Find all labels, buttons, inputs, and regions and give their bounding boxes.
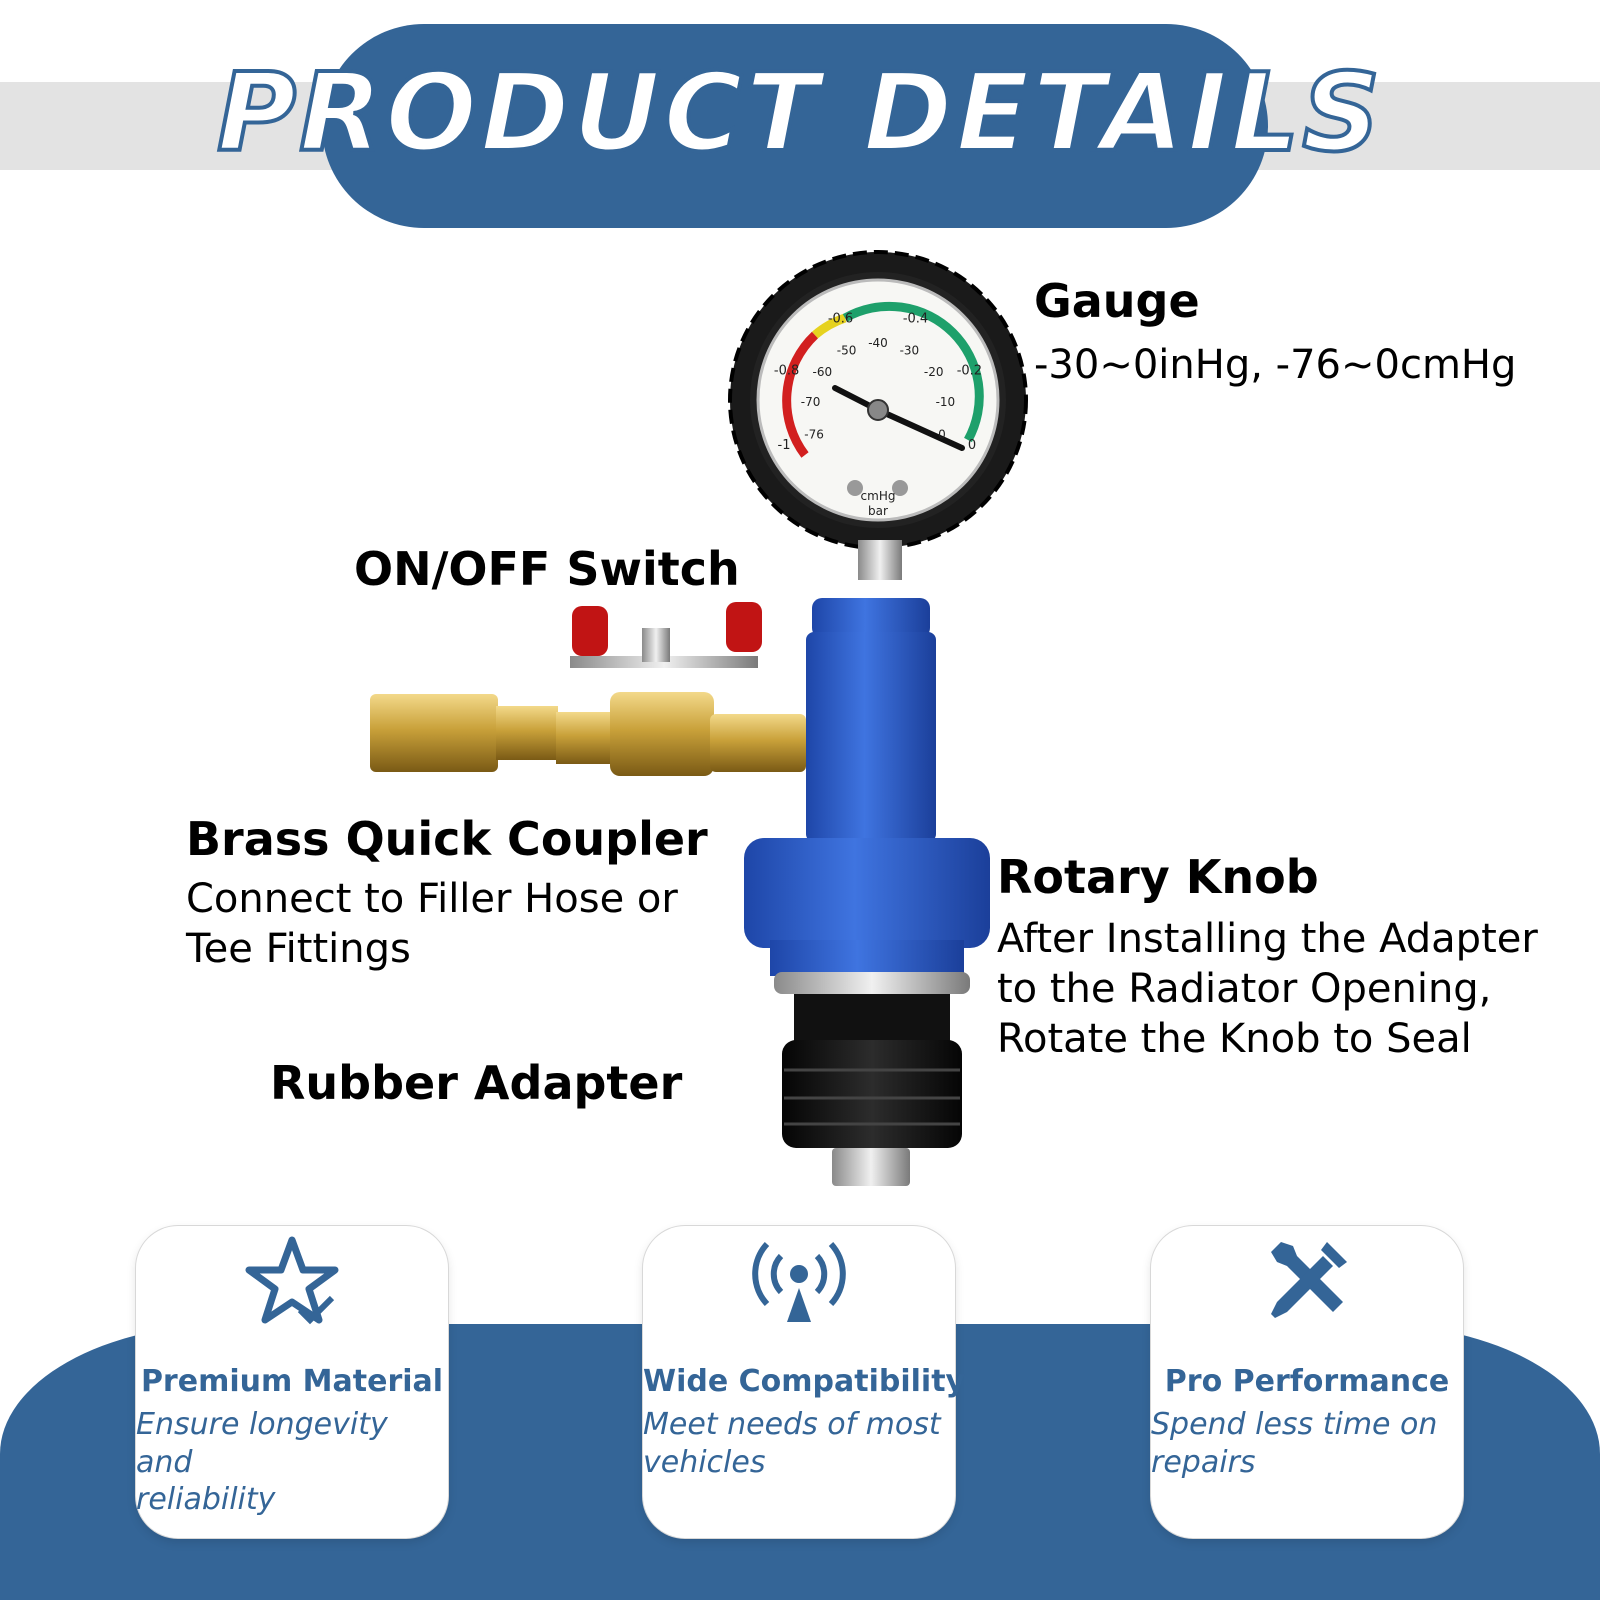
gauge-inner-tick-label: -70: [801, 395, 821, 409]
feature-desc-line-2: reliability: [136, 1482, 276, 1517]
product-image: cmHg bar -1 -0.8 -0.6 -0.4 -0.2 0 -76 -70 -60 -50…: [370, 250, 1028, 1186]
rubber-adapter: [782, 994, 962, 1186]
feature-title: Wide Compatibility: [643, 1364, 966, 1399]
knob-desc-line-3: Rotate the Knob to Seal: [997, 1016, 1472, 1062]
gauge-inner-tick-label: -20: [924, 365, 944, 379]
feature-card-premium-material: Premium Material Ensure longevity and re…: [136, 1226, 448, 1538]
rubber-label-title: Rubber Adapter: [270, 1056, 683, 1110]
coupler-label-desc: Connect to Filler Hose or Tee Fittings: [186, 874, 746, 974]
feature-desc-line-2: repairs: [1151, 1444, 1256, 1480]
coupler-desc-line-1: Connect to Filler Hose or: [186, 876, 678, 922]
gauge-inner-tick-label: -50: [837, 344, 857, 358]
feature-card-wide-compatibility: Wide Compatibility Meet needs of most ve…: [643, 1226, 966, 1538]
gauge-outer-tick-label: -0.6: [828, 311, 853, 326]
gauge-outer-tick-label: -0.4: [903, 311, 928, 326]
feature-desc-line-1: Ensure longevity and: [136, 1407, 388, 1480]
wrench-screwdriver-icon: [1271, 1242, 1347, 1318]
feature-desc-line-1: Spend less time on: [1151, 1407, 1438, 1442]
gauge-outer-tick-label: -0.2: [957, 363, 982, 378]
coupler-desc-line-2: Tee Fittings: [186, 926, 411, 972]
knob-label-desc: After Installing the Adapter to the Radi…: [997, 914, 1597, 1064]
feature-desc-line-2: vehicles: [643, 1444, 766, 1480]
gauge-inner-tick-label: -10: [936, 395, 956, 409]
knob-desc-line-2: to the Radiator Opening,: [997, 966, 1492, 1012]
feature-title: Pro Performance: [1164, 1364, 1450, 1399]
star-check-icon: [245, 1236, 339, 1325]
adapter-body: [744, 598, 990, 994]
feature-desc: Spend less time on repairs: [1151, 1406, 1463, 1481]
gauge-outer-tick-label: -1: [778, 438, 791, 453]
gauge-inner-tick-label: -40: [868, 336, 888, 350]
gauge-units-cmhg: cmHg: [861, 489, 896, 503]
gauge-label-desc: -30~0inHg, -76~0cmHg: [1034, 342, 1517, 388]
feature-desc: Ensure longevity and reliability: [136, 1406, 448, 1519]
vacuum-gauge: cmHg bar: [728, 250, 1028, 580]
knob-desc-line-1: After Installing the Adapter: [997, 916, 1538, 962]
feature-desc: Meet needs of most vehicles: [643, 1406, 955, 1481]
page-title: PRODUCT DETAILS: [215, 51, 1384, 176]
switch-label-title: ON/OFF Switch: [354, 542, 740, 596]
on-off-valve-handle: [570, 602, 762, 668]
header-pill: [322, 24, 1268, 228]
gauge-outer-tick-label: 0: [968, 438, 976, 453]
gauge-inner-tick-label: -76: [804, 427, 824, 441]
gauge-outer-tick-label: -0.8: [774, 363, 799, 378]
gauge-inner-tick-label: -30: [900, 344, 920, 358]
coupler-label-title: Brass Quick Coupler: [186, 812, 708, 866]
gauge-units-bar: bar: [868, 504, 888, 518]
feature-title: Premium Material: [140, 1364, 444, 1399]
gauge-inner-tick-label: -60: [812, 365, 832, 379]
brass-coupler: [370, 692, 806, 776]
knob-label-title: Rotary Knob: [997, 850, 1319, 904]
gauge-label-title: Gauge: [1034, 274, 1200, 328]
feature-card-pro-performance: Pro Performance Spend less time on repai…: [1151, 1226, 1463, 1538]
feature-desc-line-1: Meet needs of most: [643, 1407, 941, 1442]
signal-broadcast-icon: [752, 1241, 846, 1322]
gauge-inner-tick-label: 0: [938, 427, 946, 441]
